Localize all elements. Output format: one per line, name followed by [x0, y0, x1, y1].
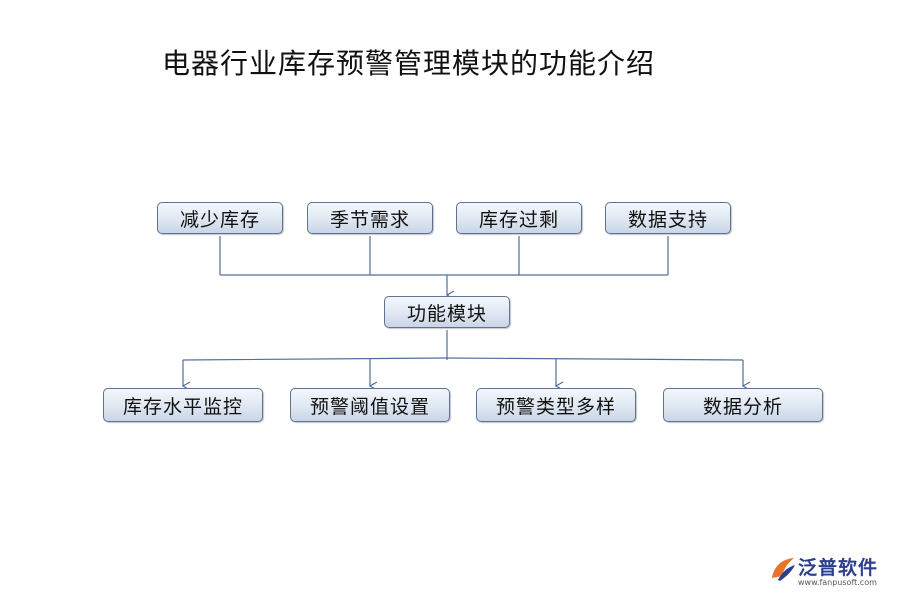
- node-inventory-level-monitoring: 库存水平监控: [103, 388, 263, 422]
- node-function-module: 功能模块: [384, 296, 510, 328]
- diagram-title: 电器行业库存预警管理模块的功能介绍: [162, 47, 656, 80]
- node-data-support: 数据支持: [605, 202, 731, 234]
- fanpu-logo: 泛普软件 www.fanpusoft.com: [768, 552, 892, 592]
- fanpu-logo-mark-icon: [772, 558, 795, 581]
- node-reduce-inventory: 减少库存: [157, 202, 283, 234]
- logo-url: www.fanpusoft.com: [798, 578, 877, 587]
- node-threshold-setting: 预警阈值设置: [290, 388, 450, 422]
- node-overstock: 库存过剩: [456, 202, 582, 234]
- logo-name: 泛普软件: [798, 557, 879, 579]
- node-seasonal-demand: 季节需求: [307, 202, 433, 234]
- node-data-analysis: 数据分析: [663, 388, 823, 422]
- connector-bottom-bus: [182, 357, 744, 361]
- node-alert-types: 预警类型多样: [476, 388, 636, 422]
